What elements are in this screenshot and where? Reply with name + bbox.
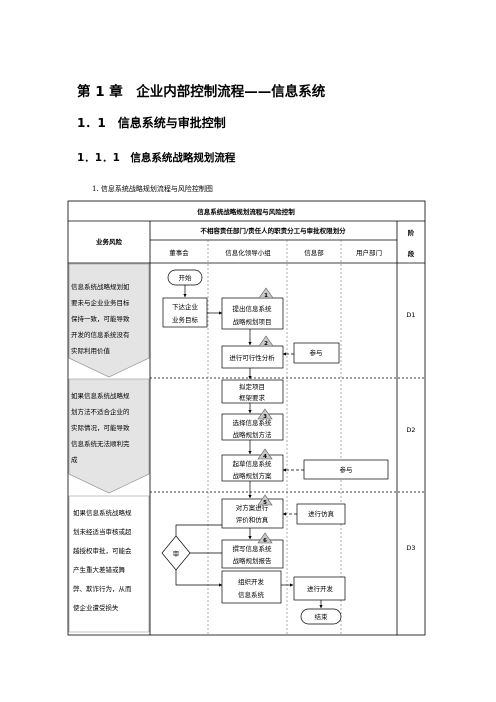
- step-marker-6-label: 6: [263, 538, 267, 544]
- end-node: [300, 608, 342, 625]
- table-frame: [67, 200, 426, 636]
- column-it-committee: 信息化领导小组: [225, 248, 271, 257]
- propose-label: 战略规划项目: [233, 317, 272, 326]
- draft-plan-box: [221, 454, 284, 482]
- select-method-box: [221, 413, 284, 441]
- step-marker-1-label: 1: [264, 293, 268, 299]
- risk-2-line: 信息系统无法顺利完: [71, 439, 130, 448]
- start-node: [167, 269, 203, 286]
- step-marker-5-label: 5: [263, 500, 267, 506]
- select-method-label: 战略规划方法: [233, 430, 273, 439]
- simulate-box: [296, 503, 346, 525]
- simulate-label: 进行仿真: [308, 509, 335, 518]
- risk-1-line: 保持一致，可能导致: [71, 314, 130, 323]
- issue-goal-box: [162, 297, 208, 328]
- risk-2-line: 成: [71, 455, 78, 464]
- risk-3-line: 越授权审批，可能会: [73, 546, 132, 555]
- issue-goal-label: 业务目标: [172, 315, 199, 324]
- feasibility-label: 进行可行性分析: [229, 353, 275, 362]
- step-marker-3-label: 3: [263, 414, 267, 420]
- write-report-label: 战略规划报告: [233, 556, 273, 565]
- step-marker-2: [258, 335, 274, 347]
- participate-box-1: [293, 342, 340, 364]
- draft-label: 起草信息系统: [233, 459, 273, 468]
- evaluate-box: [221, 498, 284, 529]
- propose-project-box: [221, 297, 284, 330]
- step-marker-6: [257, 532, 273, 544]
- step-marker-1: [258, 287, 274, 299]
- organize-dev-label: 组织开发: [238, 577, 265, 586]
- end-label: 结束: [315, 612, 329, 621]
- risk-2-line: 如果信息系统战略规: [71, 391, 130, 400]
- set-framework-label: 拟定项目: [239, 382, 265, 391]
- risk-2-line: 划方法不适合企业的: [71, 407, 130, 416]
- develop-box: [293, 576, 346, 601]
- issue-goal-label: 下达企业: [172, 302, 199, 311]
- approve-label: 审: [173, 549, 180, 558]
- step-marker-2-label: 2: [264, 341, 268, 347]
- set-framework-label: 框架要求: [239, 393, 266, 402]
- participate-box-2: [303, 459, 389, 480]
- step-marker-5: [257, 494, 273, 506]
- risk-shape-1: [68, 263, 150, 378]
- risk-3-line: 如果信息系统战略规: [73, 508, 132, 517]
- feasibility-box: [221, 345, 284, 369]
- draft-label: 战略规划方案: [233, 471, 273, 480]
- stage-header-2: 段: [408, 249, 415, 258]
- column-user-dept: 用户部门: [356, 248, 382, 257]
- develop-label: 进行开发: [307, 584, 334, 593]
- risk-shape-3: [68, 495, 150, 633]
- risk-1-line: 实际利用价值: [71, 346, 111, 355]
- evaluate-label: 对方案进行: [236, 503, 269, 512]
- risk-2-line: 实际情况，可能导致: [71, 423, 130, 432]
- participate-label-1: 参与: [310, 348, 323, 357]
- organize-dev-label: 信息系统: [238, 590, 265, 599]
- column-it-dept: 信息部: [304, 248, 324, 257]
- participate-label-2: 参与: [340, 465, 353, 474]
- risk-1-line: 要未与企业业务目标: [71, 298, 130, 307]
- risk-1-line: 信息系统战略规划如: [71, 282, 130, 291]
- step-marker-4-label: 4: [263, 454, 267, 460]
- approve-diamond: [161, 535, 191, 571]
- set-framework-box: [221, 379, 284, 404]
- stage-d2: D2: [406, 426, 415, 434]
- risk-column-header: 业务风险: [96, 237, 123, 246]
- step-marker-3: [257, 408, 273, 420]
- evaluate-label: 评价和仿真: [236, 515, 269, 524]
- risk-3-line: 产生重大差错或舞: [73, 565, 126, 574]
- stage-d1: D1: [406, 311, 415, 319]
- subsection-title: 1．1．1 信息系统战略规划流程: [77, 152, 236, 164]
- write-report-box: [221, 539, 284, 569]
- step-marker-4: [257, 448, 273, 460]
- risk-3-line: 弊、欺诈行为，从而: [73, 584, 132, 593]
- section-title: 1．1 信息系统与审批控制: [77, 116, 226, 130]
- write-report-label: 撰写信息系统: [233, 544, 273, 553]
- figure-caption: 1. 信息系统战略规划流程与风险控制图: [92, 185, 213, 193]
- chapter-title: 第 1 章 企业内部控制流程——信息系统: [77, 84, 326, 100]
- risk-shape-2: [68, 378, 150, 494]
- risk-1-line: 开发的信息系统没有: [71, 330, 130, 339]
- organize-dev-box: [221, 570, 282, 604]
- column-board: 董事会: [169, 248, 189, 257]
- risk-3-line: 划未经适当审核或超: [73, 527, 132, 536]
- propose-label: 提出信息系统: [233, 304, 273, 313]
- table-title: 信息系统战略规划流程与风险控制: [197, 207, 295, 216]
- stage-header-1: 阶: [408, 228, 415, 237]
- select-method-label: 选择信息系统: [233, 418, 273, 427]
- stage-d3: D3: [406, 544, 415, 552]
- risk-3-line: 使企业遭受损失: [73, 603, 119, 612]
- start-label: 开始: [179, 273, 193, 282]
- dept-header: 不相容责任部门/责任人的职责分工与审批权限划分: [200, 226, 346, 235]
